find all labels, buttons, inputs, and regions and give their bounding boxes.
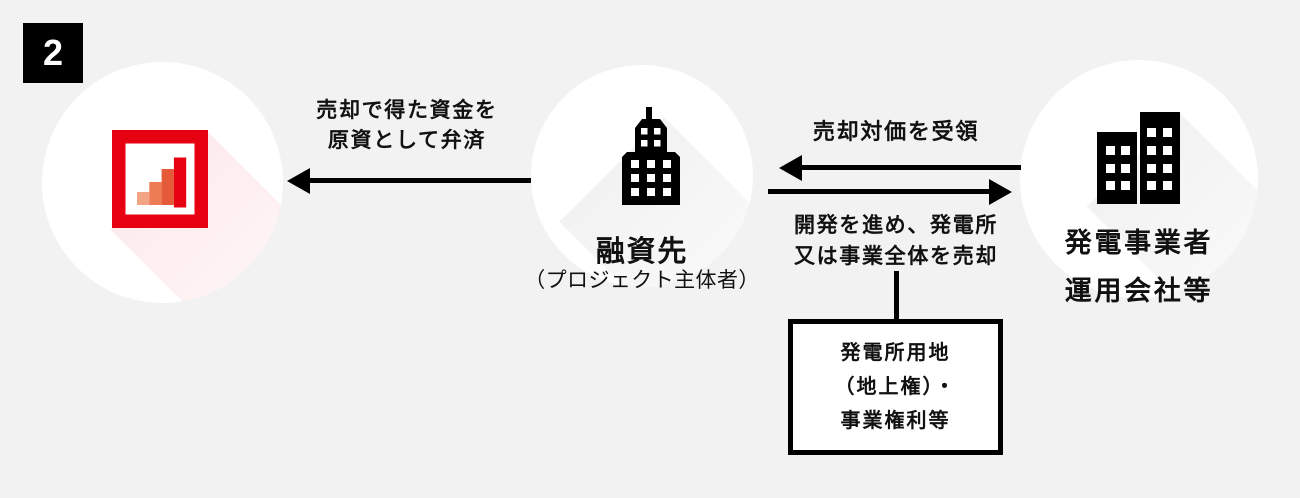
node-lender-circle	[42, 62, 283, 303]
arrowhead-left-icon	[779, 155, 802, 181]
asset-box-line1: 発電所用地	[840, 342, 951, 364]
office-building-icon	[622, 107, 680, 205]
arrowhead-right-icon	[989, 179, 1012, 205]
twin-buildings-icon	[1097, 112, 1180, 204]
step-number: 2	[42, 32, 64, 73]
proceeds-arrow-line	[798, 165, 1021, 170]
arrowhead-left-icon	[287, 168, 310, 194]
bar-1	[137, 192, 150, 205]
asset-box-line3: 事業権利等	[840, 410, 951, 432]
bar-4	[173, 157, 187, 208]
borrower-title: 融資先	[595, 236, 689, 268]
sale-arrow-label: 開発を進め、発電所 又は事業全体を売却	[793, 214, 999, 268]
proceeds-arrow-label: 売却対価を受領	[812, 119, 980, 144]
node-operator-circle	[1020, 60, 1258, 298]
borrower-subtitle: （プロジェクト主体者）	[524, 269, 760, 292]
repayment-arrow-line	[306, 178, 531, 183]
asset-box: 発電所用地 （地上権）・ 事業権利等	[788, 319, 1003, 455]
bank-logo-icon	[112, 130, 208, 228]
repayment-arrow-label: 売却で得た資金を 原資として弁済	[316, 99, 498, 152]
connector-line	[894, 271, 899, 321]
bar-3	[161, 169, 174, 205]
bar-2	[149, 182, 162, 205]
node-borrower-circle	[531, 65, 753, 287]
operator-name-line1: 発電事業者	[1064, 228, 1214, 258]
sale-arrow-line	[768, 189, 990, 194]
operator-name-line2: 運用会社等	[1064, 276, 1214, 306]
asset-box-line2: （地上権）・	[834, 376, 957, 398]
step-badge: 2	[23, 23, 83, 83]
operator-name: 発電事業者 運用会社等	[1018, 219, 1260, 315]
